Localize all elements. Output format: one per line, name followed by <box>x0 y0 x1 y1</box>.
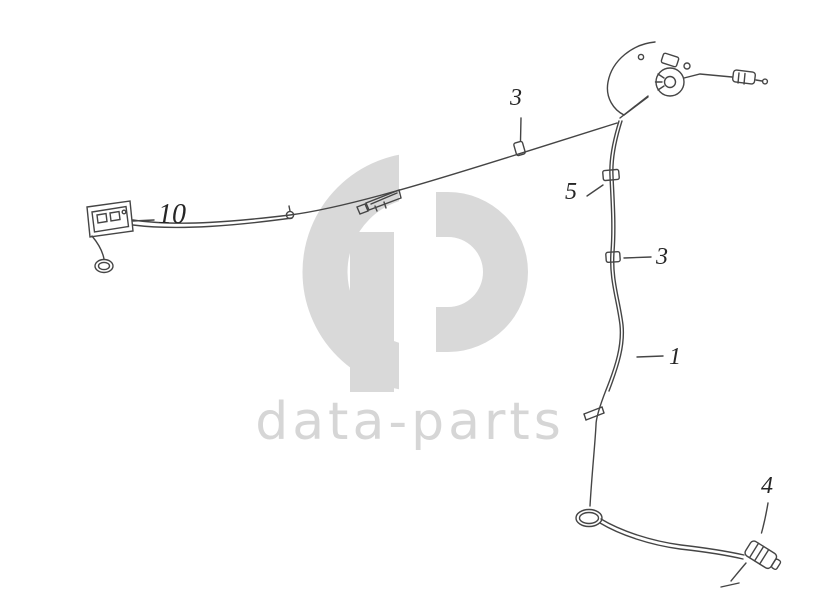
leader-4 <box>760 502 769 534</box>
leader-10 <box>132 219 155 222</box>
branch-connector <box>356 189 402 215</box>
switch-connector-block <box>86 200 134 238</box>
clip-band-right <box>605 250 621 264</box>
callout-label-3-right: 3 <box>656 244 668 270</box>
connector-4 <box>720 540 782 588</box>
watermark-logo <box>302 128 528 420</box>
clamp-band-5 <box>602 168 620 182</box>
ring-terminal <box>91 235 114 274</box>
callout-label-3-top: 3 <box>510 85 522 111</box>
watermark-text: data-parts <box>255 392 565 452</box>
logo-gap <box>399 128 433 420</box>
callout-label-10: 10 <box>158 199 186 230</box>
clip-band-top <box>513 140 526 157</box>
leader-3-right <box>623 256 652 259</box>
leader-3-top <box>519 117 522 142</box>
harness-drawing <box>86 41 782 588</box>
callout-leader-lines <box>132 117 769 534</box>
callout-label-5: 5 <box>565 179 577 205</box>
callout-label-1: 1 <box>669 344 681 370</box>
grommet <box>285 205 295 220</box>
callout-label-4: 4 <box>761 473 773 499</box>
main-harness-diagonal <box>132 122 618 229</box>
logo-d-bowl <box>436 192 528 352</box>
logo-stem <box>350 232 394 392</box>
pump-assembly <box>606 41 733 119</box>
leader-1 <box>636 355 664 358</box>
bottom-harness-run <box>599 518 745 560</box>
small-clamp <box>583 406 605 421</box>
bottom-oval-loop <box>575 508 603 528</box>
leader-5 <box>586 184 604 197</box>
top-right-connector <box>731 69 769 85</box>
